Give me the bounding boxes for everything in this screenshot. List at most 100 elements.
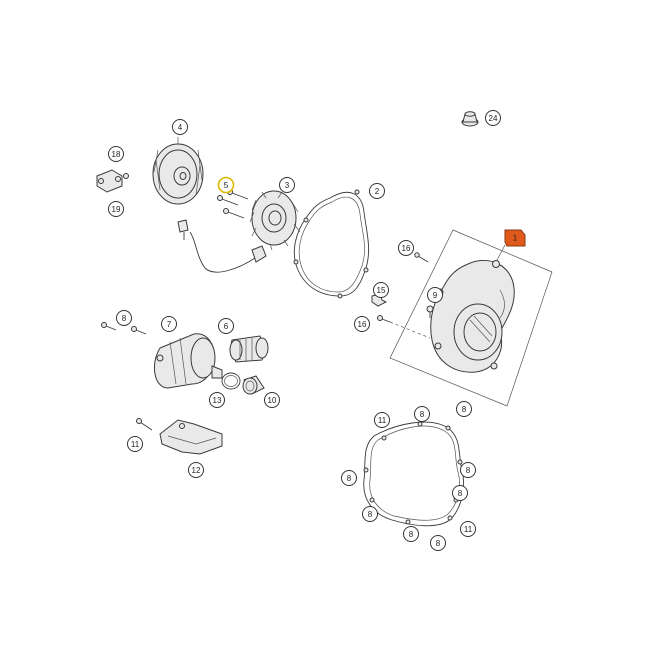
callout-8-c8h[interactable]: 8 <box>403 526 419 542</box>
callout-circle <box>369 183 385 199</box>
starter-motor-part-7 <box>153 333 223 389</box>
callout-circle <box>161 316 177 332</box>
callout-19-c19[interactable]: 19 <box>108 201 124 217</box>
ignition-cover-part-1 <box>430 259 515 373</box>
part-1-tag-label: 1 <box>513 234 518 243</box>
drive-gear-part-6 <box>229 335 269 363</box>
callout-number: 16 <box>358 320 367 329</box>
callout-circle <box>456 401 472 417</box>
callout-number: 8 <box>347 474 352 483</box>
callout-2-c2[interactable]: 2 <box>369 183 385 199</box>
callout-circle <box>398 240 414 256</box>
callout-circle <box>403 526 419 542</box>
screws-part-5 <box>217 189 249 219</box>
bracket-part-12 <box>159 419 223 455</box>
callout-8-c8g[interactable]: 8 <box>362 506 378 522</box>
callout-number: 3 <box>285 181 290 190</box>
callout-9-c9[interactable]: 9 <box>427 287 443 303</box>
callout-circle <box>430 535 446 551</box>
callout-circle <box>188 462 204 478</box>
callout-circle <box>279 177 295 193</box>
callout-number: 4 <box>178 123 183 132</box>
callout-13-c13[interactable]: 13 <box>209 392 225 408</box>
callout-number: 13 <box>213 396 222 405</box>
callout-circle <box>362 506 378 522</box>
callout-12-c12[interactable]: 12 <box>188 462 204 478</box>
bushing-part-10 <box>242 375 265 395</box>
callout-circle <box>172 119 188 135</box>
callout-number: 8 <box>458 489 463 498</box>
callout-number: 2 <box>375 187 380 196</box>
callout-number: 8 <box>420 410 425 419</box>
callout-circle <box>373 282 389 298</box>
callout-8-c8f[interactable]: 8 <box>452 485 468 501</box>
flywheel-rotor-part-4 <box>152 137 204 205</box>
callout-8-c8d[interactable]: 8 <box>460 462 476 478</box>
callout-circle <box>460 462 476 478</box>
callout-11-c11c[interactable]: 11 <box>460 521 476 537</box>
callout-24-c24[interactable]: 24 <box>485 110 501 126</box>
callout-number: 24 <box>489 114 498 123</box>
callout-number: 8 <box>466 466 471 475</box>
callout-15-c15[interactable]: 15 <box>373 282 389 298</box>
callout-11-c11a[interactable]: 11 <box>127 436 143 452</box>
callout-number: 12 <box>192 466 201 475</box>
callout-circle <box>209 392 225 408</box>
callout-circle <box>218 318 234 334</box>
callout-circle <box>341 470 357 486</box>
callout-number: 16 <box>402 244 411 253</box>
callout-number: 11 <box>378 416 387 425</box>
callout-circle <box>264 392 280 408</box>
screw-part-16-upper <box>414 252 429 263</box>
callout-8-c8c[interactable]: 8 <box>456 401 472 417</box>
sensor-part-18 <box>96 169 129 193</box>
callout-circle <box>460 521 476 537</box>
callout-circle <box>108 146 124 162</box>
callout-number: 10 <box>268 396 277 405</box>
callout-number: 8 <box>462 405 467 414</box>
callout-layer: 24 4 18 19 5 3 2 16 15 9 16 8 7 6 13 10 11 12 11 8 8 8 8 8 8 8 8 11 <box>108 110 501 551</box>
callout-10-c10[interactable]: 10 <box>264 392 280 408</box>
callout-number: 8 <box>122 314 127 323</box>
callout-circle <box>485 110 501 126</box>
o-ring-part-13 <box>221 372 241 390</box>
callout-8-c8a[interactable]: 8 <box>116 310 132 326</box>
callout-number: 11 <box>131 440 140 449</box>
callout-circle <box>217 176 235 194</box>
callout-circle <box>414 406 430 422</box>
callout-circle <box>452 485 468 501</box>
screws-part-8-starter <box>101 322 147 335</box>
callout-number: 7 <box>167 320 172 329</box>
callout-8-c8b[interactable]: 8 <box>414 406 430 422</box>
ignition-cover-assembly-frame <box>389 229 553 407</box>
stator-part-3 <box>177 190 301 273</box>
callout-number: 9 <box>433 291 438 300</box>
callout-7-c7[interactable]: 7 <box>161 316 177 332</box>
callout-circle <box>127 436 143 452</box>
callout-number: 5 <box>224 181 229 190</box>
callout-number: 8 <box>368 510 373 519</box>
grommet-part-24 <box>461 111 479 127</box>
screw-part-9 <box>426 305 434 318</box>
callout-number: 8 <box>436 539 441 548</box>
callout-circle <box>374 412 390 428</box>
callout-4-c4[interactable]: 4 <box>172 119 188 135</box>
callout-18-c18[interactable]: 18 <box>108 146 124 162</box>
callout-3-c3[interactable]: 3 <box>279 177 295 193</box>
callout-5-c5[interactable]: 5 <box>217 176 235 194</box>
part-1-highlight-tag[interactable]: 1 <box>504 229 526 247</box>
callout-6-c6[interactable]: 6 <box>218 318 234 334</box>
gasket-part-2 <box>293 189 369 299</box>
callout-number: 19 <box>112 205 121 214</box>
callout-16-c16b[interactable]: 16 <box>354 316 370 332</box>
callout-8-c8e[interactable]: 8 <box>341 470 357 486</box>
callout-circle <box>108 201 124 217</box>
callout-11-c11b[interactable]: 11 <box>374 412 390 428</box>
screw-part-11-bracket <box>136 418 153 431</box>
callout-circle <box>354 316 370 332</box>
callout-16-c16a[interactable]: 16 <box>398 240 414 256</box>
callout-number: 18 <box>112 150 121 159</box>
callout-8-c8i[interactable]: 8 <box>430 535 446 551</box>
